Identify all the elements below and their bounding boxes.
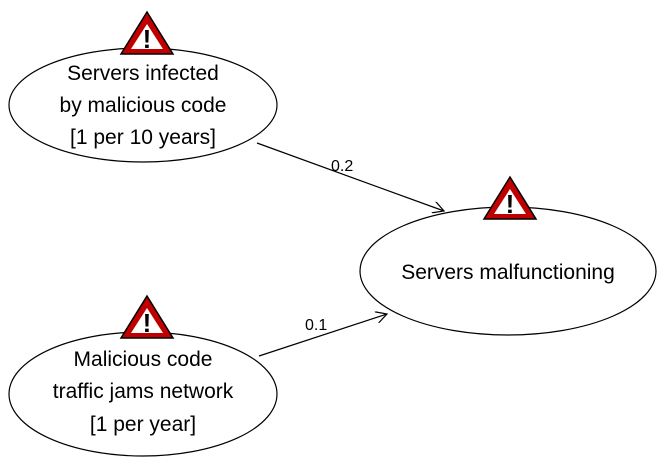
warning-triangle-icon: !: [482, 175, 538, 220]
svg-text:!: !: [143, 308, 152, 338]
svg-text:!: !: [506, 189, 515, 219]
edge-traffic-to-malfunction: 0.1: [258, 314, 387, 357]
node-label-line: [1 per year]: [90, 413, 196, 436]
node-servers-infected[interactable]: Servers infected by malicious code [1 pe…: [8, 10, 278, 163]
edge-infected-to-malfunction: 0.2: [256, 142, 444, 211]
node-servers-malfunctioning[interactable]: Servers malfunctioning !: [359, 175, 657, 336]
node-label-line: by malicious code: [60, 94, 227, 117]
edge-probability-label: 0.1: [305, 317, 327, 334]
svg-text:!: !: [143, 24, 152, 54]
edge-probability-label: 0.2: [331, 158, 353, 175]
node-label-line: Servers malfunctioning: [401, 261, 615, 284]
warning-triangle-icon: !: [119, 294, 175, 339]
node-traffic-jams-network[interactable]: Malicious code traffic jams network [1 p…: [8, 294, 278, 457]
warning-triangle-icon: !: [119, 10, 175, 55]
node-label-line: traffic jams network: [53, 380, 234, 403]
node-label-line: [1 per 10 years]: [70, 126, 216, 149]
node-label-line: Malicious code: [74, 348, 213, 371]
node-label-line: Servers infected: [67, 62, 219, 85]
